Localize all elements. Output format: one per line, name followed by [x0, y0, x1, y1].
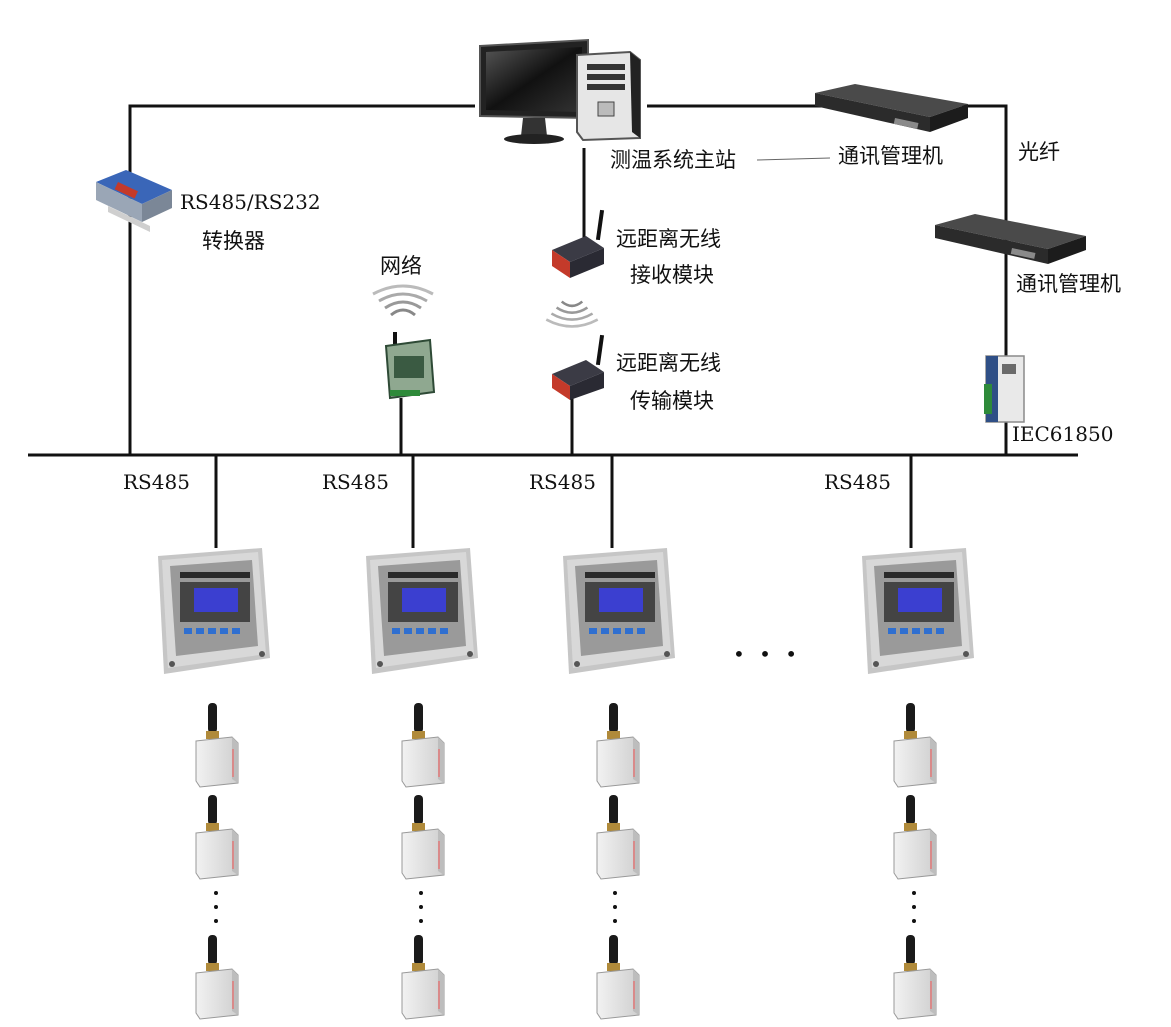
fiber-label: 光纤	[1018, 140, 1060, 164]
fiber-link	[962, 104, 1008, 455]
converter-label-line2: 转换器	[202, 229, 265, 253]
host-unit-1	[158, 548, 270, 674]
host-unit-2	[366, 548, 478, 674]
wireless-transmit-module-icon	[552, 334, 605, 400]
sensor-column-2	[401, 703, 445, 1020]
connection-lines	[28, 104, 1078, 548]
network-label: 网络	[380, 254, 422, 278]
sensor-column-3	[596, 703, 640, 1020]
sensor-column-4	[893, 703, 937, 1020]
iec61850-gateway-icon	[984, 355, 1025, 423]
bus-label-4: RS485	[824, 470, 891, 494]
bus-label-1: RS485	[123, 470, 190, 494]
network-signal-icon	[371, 284, 435, 317]
host-unit-4	[862, 548, 974, 674]
bus-label-3: RS485	[529, 470, 596, 494]
converter-label-line1: RS485/RS232	[180, 190, 321, 214]
computer-workstation-icon	[479, 38, 641, 144]
wireless-rx-label-line1: 远距离无线	[616, 227, 721, 251]
comm-manager-right-label: 通讯管理机	[1016, 272, 1121, 296]
comm-manager-top-icon	[815, 84, 968, 132]
wireless-tx-label-line1: 远距离无线	[616, 351, 721, 375]
ellipsis-label: • • •	[733, 642, 802, 666]
wireless-signal-icon	[544, 300, 600, 328]
comm-manager-right-icon	[935, 214, 1086, 264]
link-host-converter	[128, 104, 475, 455]
leader-host-to-comm-label	[756, 157, 831, 161]
host-station-label: 测温系统主站	[610, 148, 736, 172]
network-module-icon	[384, 332, 436, 400]
sensor-column-1	[195, 703, 239, 1020]
host-unit-3	[563, 548, 675, 674]
wireless-receive-module-icon	[552, 209, 605, 278]
bus-label-2: RS485	[322, 470, 389, 494]
wireless-rx-label-line2: 接收模块	[630, 263, 714, 287]
wireless-tx-label-line2: 传输模块	[630, 389, 714, 413]
iec61850-label: IEC61850	[1012, 422, 1114, 446]
rs485-rs232-converter-icon	[96, 170, 172, 232]
comm-manager-top-label: 通讯管理机	[838, 144, 943, 168]
